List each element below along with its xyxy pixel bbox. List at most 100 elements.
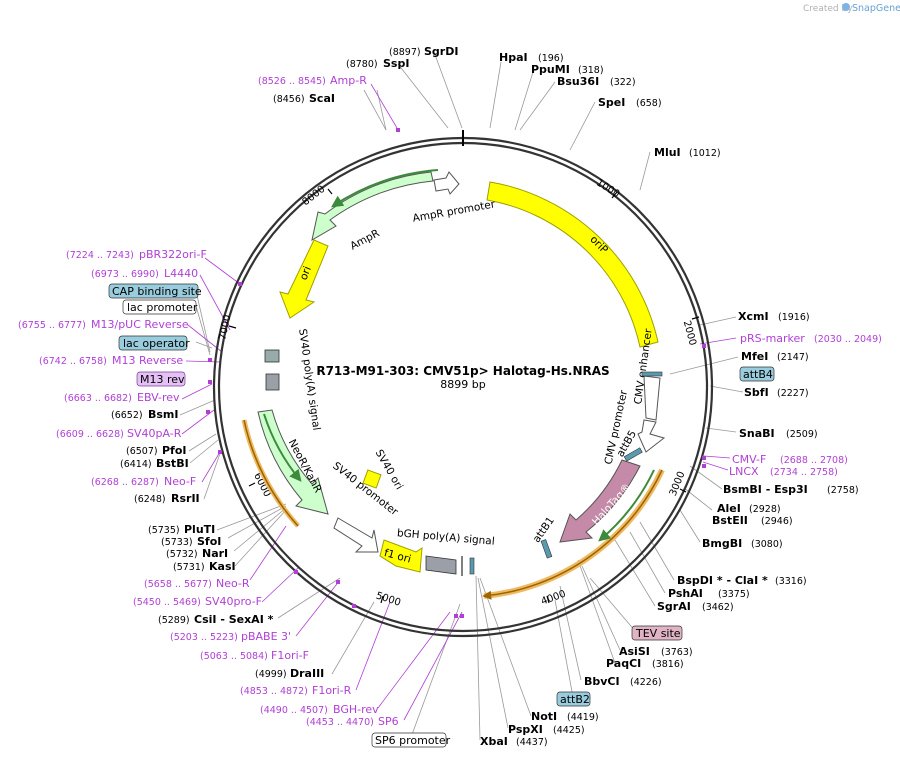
primer-bghrev-name[interactable]: BGH-rev: [333, 703, 379, 716]
site-asisi-pos: (3763): [661, 647, 693, 658]
primer-lncx-name[interactable]: LNCX: [729, 465, 759, 478]
lac-promoter-box-label: lac promoter: [127, 301, 198, 314]
primer-prs-name[interactable]: pRS-marker: [740, 332, 805, 345]
site-csii-name[interactable]: CsiI - SexAI *: [194, 613, 274, 626]
tick-3000: 3000: [668, 470, 688, 498]
bgh-polya-feature[interactable]: [425, 555, 457, 575]
site-bstbi-name[interactable]: BstBI: [156, 457, 189, 470]
site-mfei-pos: (2147): [777, 352, 809, 363]
cap-binding-site-box[interactable]: [108, 283, 199, 299]
tev-box[interactable]: [631, 625, 683, 641]
sv40-polya-label: SV40 poly(A) signal: [296, 328, 322, 431]
site-xbai-name[interactable]: XbaI: [480, 735, 508, 748]
sv40-ori-feature[interactable]: [362, 469, 382, 489]
m13-rev-box-label: M13 rev: [140, 373, 185, 386]
f1-ori-feature[interactable]: [379, 539, 423, 573]
sp6-promoter-box-label: SP6 promoter: [375, 734, 451, 747]
site-bbvci-name[interactable]: BbvCI: [584, 675, 620, 688]
site-rsrii-name[interactable]: RsrII: [171, 492, 200, 505]
attb4-box[interactable]: [739, 366, 775, 382]
site-pshai-name[interactable]: PshAI: [668, 587, 703, 600]
ampr-feature[interactable]: [311, 171, 434, 242]
ori-feature[interactable]: [279, 239, 329, 319]
primer-pbr322ori-range: (7224 .. 7243): [66, 250, 134, 261]
site-mlui-name[interactable]: MluI: [654, 146, 681, 159]
site-pluti-name[interactable]: PluTI: [184, 523, 215, 536]
halotag-orf-arrow: [598, 469, 655, 542]
site-bsu36i-name[interactable]: Bsu36I: [557, 75, 599, 88]
site-hpai-name[interactable]: HpaI: [499, 51, 528, 64]
m13-rev-box[interactable]: [136, 371, 186, 387]
primer-m13rev-name[interactable]: M13 Reverse: [112, 354, 183, 367]
ampr-promoter-feature[interactable]: [433, 171, 460, 195]
sv40-polya-feature[interactable]: [265, 373, 280, 391]
site-bspdi-pos: (3316): [775, 576, 807, 587]
site-pfoi-name[interactable]: PfoI: [162, 444, 187, 457]
site-scai-name[interactable]: ScaI: [309, 92, 335, 105]
site-xcmi-name[interactable]: XcmI: [738, 310, 769, 323]
primer-sv40prof-range: (5450 .. 5469): [133, 597, 201, 608]
site-draiii-name[interactable]: DraIII: [290, 667, 324, 680]
ampr-promoter-label: AmpR promoter: [412, 198, 497, 224]
primer-f1orif-name[interactable]: F1ori-F: [271, 649, 309, 662]
primer-cmvf-name[interactable]: CMV-F: [732, 453, 766, 466]
primer-f1orir-range: (4853 .. 4872): [240, 686, 308, 697]
primer-sv40prof-name[interactable]: SV40pro-F: [205, 595, 262, 608]
lac-promoter-box[interactable]: [122, 299, 197, 315]
site-bsmbi-name[interactable]: BsmBI - Esp3I: [723, 483, 808, 496]
halotag-feature[interactable]: [559, 459, 641, 543]
attb1-mark: [540, 539, 553, 559]
site-noti-name[interactable]: NotI: [531, 710, 557, 723]
primer-m13puc-name[interactable]: M13/pUC Reverse: [91, 318, 189, 331]
primer-pbr322ori-name[interactable]: pBR322ori-F: [139, 248, 207, 261]
lac-operator-box[interactable]: [118, 335, 188, 351]
primer-ebvrev-name[interactable]: EBV-rev: [137, 391, 180, 404]
snapgene-logo-icon: [842, 3, 850, 11]
plasmid-title: R713-M91-303: CMV51p> Halotag-Hs.NRAS: [316, 364, 609, 378]
site-sfoi-name[interactable]: SfoI: [197, 535, 221, 548]
attb2-box[interactable]: [556, 691, 591, 707]
site-asisi-name[interactable]: AsiSI: [619, 645, 650, 658]
site-ppumi-name[interactable]: PpuMI: [531, 63, 570, 76]
site-mfei-name[interactable]: MfeI: [741, 350, 768, 363]
site-paqci-name[interactable]: PaqCI: [606, 657, 641, 670]
primer-prs-range: (2030 .. 2049): [814, 334, 882, 345]
site-alei-name[interactable]: AleI: [717, 502, 741, 515]
site-sbfi-name[interactable]: SbfI: [744, 386, 769, 399]
primer-ampr-name[interactable]: Amp-R: [330, 74, 367, 87]
site-bsmi-name[interactable]: BsmI: [148, 408, 179, 421]
primer-l4440-name[interactable]: L4440: [164, 267, 198, 280]
site-ppumi-pos: (318): [578, 65, 604, 76]
sp6-promoter-box[interactable]: [371, 732, 447, 748]
site-bspdi-name[interactable]: BspDI * - ClaI *: [677, 574, 768, 587]
site-bmgbi-name[interactable]: BmgBI: [702, 537, 742, 550]
site-sfoi-pos: (5733): [161, 537, 193, 548]
oriP-feature[interactable]: [486, 181, 659, 348]
sv40-promoter-feature[interactable]: [333, 517, 379, 553]
primer-neor-name[interactable]: Neo-R: [216, 577, 250, 590]
site-kasi-name[interactable]: KasI: [209, 560, 236, 573]
site-nari-pos: (5732): [166, 549, 198, 560]
site-nari-name[interactable]: NarI: [202, 547, 228, 560]
site-snabi-name[interactable]: SnaBI: [739, 427, 775, 440]
primer-neof-name[interactable]: Neo-F: [164, 475, 196, 488]
site-sgrai-name[interactable]: SgrAI: [657, 600, 691, 613]
site-pspxi-name[interactable]: PspXI: [508, 723, 543, 736]
nras-orf-arrow[interactable]: [482, 469, 663, 600]
primer-pbabe3-name[interactable]: pBABE 3': [241, 630, 291, 643]
site-bsteii-name[interactable]: BstEII: [712, 514, 748, 527]
tick-1000: 1000: [594, 178, 621, 201]
site-sspi-name[interactable]: SspI: [383, 57, 409, 70]
site-sgrdi-name[interactable]: SgrDI: [424, 45, 458, 58]
primer-f1orir-name[interactable]: F1ori-R: [312, 684, 352, 697]
site-spei-name[interactable]: SpeI: [598, 96, 625, 109]
site-bmgbi-pos: (3080): [751, 539, 783, 550]
primer-sv40par-name[interactable]: SV40pA-R: [127, 427, 182, 440]
primer-leaders: [181, 83, 737, 721]
cmv-promoter-feature[interactable]: [637, 419, 666, 453]
cmv-enhancer-feature[interactable]: [643, 375, 661, 421]
site-bstbi-pos: (6414): [120, 459, 152, 470]
neokanr-feature[interactable]: [257, 409, 329, 515]
neor-orf-line: [243, 419, 299, 527]
primer-sp6-name[interactable]: SP6: [378, 715, 399, 728]
